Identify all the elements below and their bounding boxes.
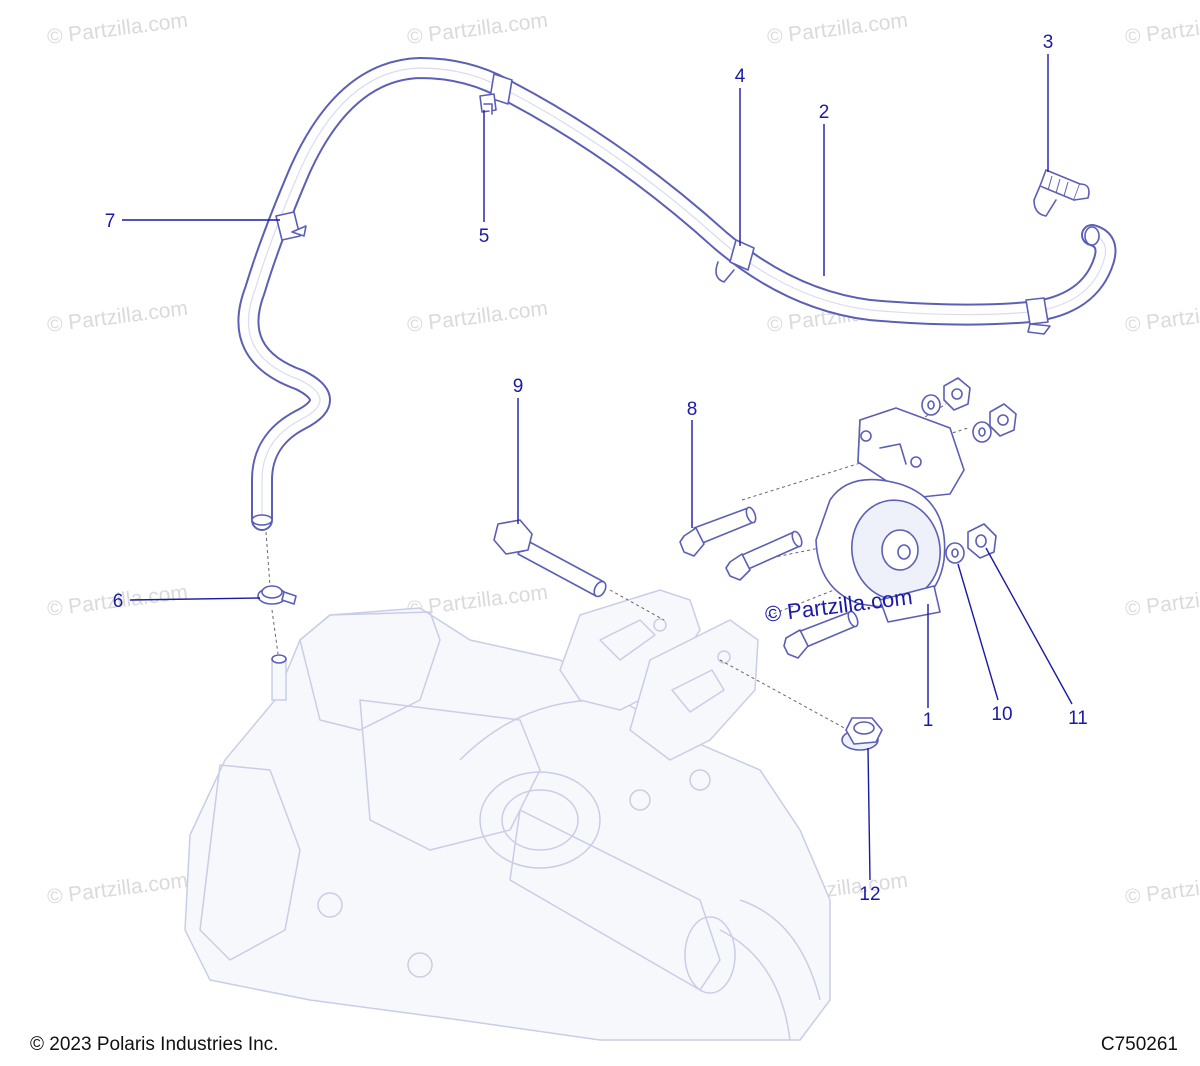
washer-top-1 [921,394,941,416]
nut-top-2 [989,403,1017,437]
callout-6: 6 [113,591,124,612]
callout-11: 11 [1068,708,1088,729]
watermark: © Partzilla.com [1124,297,1200,337]
callout-4: 4 [735,66,746,87]
bolt-8-middle [725,530,803,581]
callout-3: 3 [1043,32,1054,53]
vent-fitting [1033,169,1090,217]
callout-1: 1 [923,710,934,731]
bolt-lower [783,610,859,659]
hose-clip-4 [715,239,755,283]
vent-hose [237,57,1117,531]
leader-lines [122,54,1073,881]
copyright-text: © 2023 Polaris Industries Inc. [30,1034,278,1055]
hose-clamp-6 [257,585,297,605]
callout-10: 10 [991,704,1012,725]
bolt-8-upper [679,506,757,557]
flange-bolt-9 [493,519,607,598]
watermark: © Partzilla.com [406,9,549,49]
hose-clip-right [1025,297,1051,335]
watermark: © Partzilla.com [1124,869,1200,909]
watermark: © Partzilla.com [766,9,909,49]
diagram-code: C750261 [1101,1034,1178,1055]
watermark: © Partzilla.com [46,869,189,909]
hose-clip-7 [275,211,307,241]
washer-top-2 [972,421,992,443]
callout-8: 8 [687,399,698,420]
callout-2: 2 [819,102,830,123]
nut-11 [967,523,997,559]
callout-5: 5 [479,226,490,247]
watermark: © Partzilla.com [1124,9,1200,49]
nut-top-1 [943,377,971,411]
callout-9: 9 [513,376,524,397]
hose-clip-5 [479,73,513,115]
isolator-mount-1 [815,407,965,623]
washer-10 [945,542,965,564]
watermark: © Partzilla.com [46,297,189,337]
watermark: © Partzilla.com [406,297,549,337]
watermark: © Partzilla.com [46,9,189,49]
watermark: © Partzilla.com [1124,581,1200,621]
callout-labels: 1 2 3 4 5 6 7 8 9 10 11 12 [105,32,1088,905]
callout-7: 7 [105,211,116,232]
flange-nut-12 [841,717,883,751]
transmission-housing [184,589,831,1041]
callout-12: 12 [859,884,880,905]
